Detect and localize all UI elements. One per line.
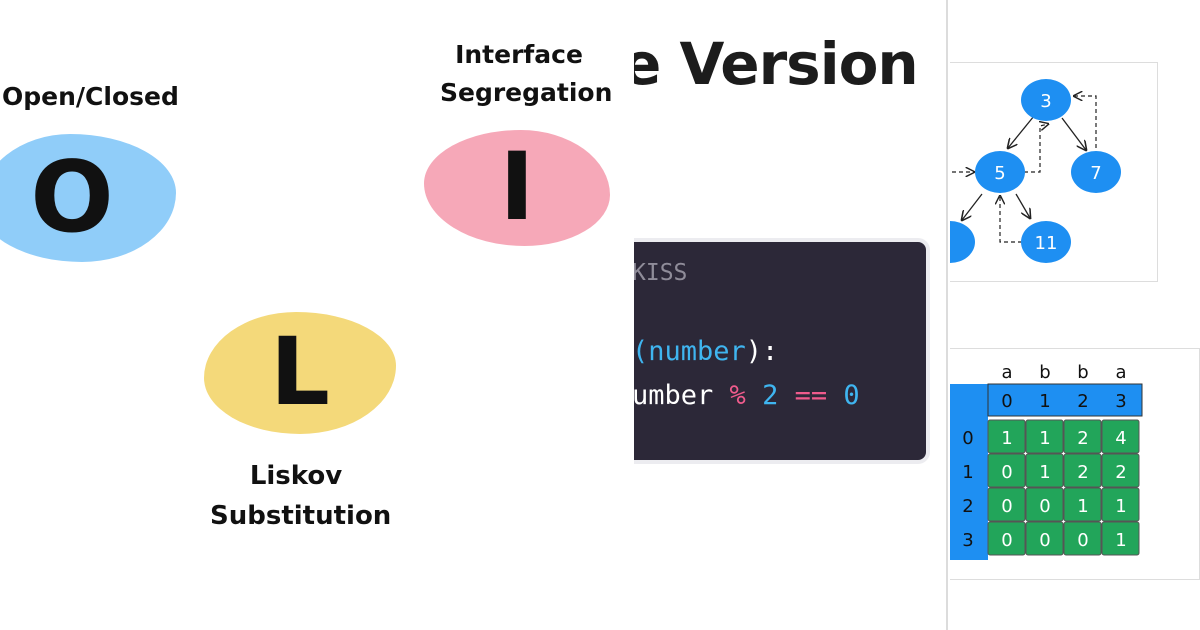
dp-cell (987, 419, 1026, 454)
dp-cell-value: 2 (1115, 462, 1126, 483)
interface-segregation-label: Interface Segregation (440, 36, 613, 112)
code-num-0: 0 (843, 380, 860, 411)
tree-node-3-label: 3 (1040, 91, 1051, 112)
dp-cell-value: 1 (1077, 496, 1088, 517)
tree-node-11-label: 11 (1035, 233, 1058, 254)
code-param: (number (634, 336, 746, 367)
code-modulo: % (729, 380, 746, 411)
liskov-label-line1: Liskov (249, 461, 343, 491)
tree-edge-3-5 (1008, 115, 1035, 148)
code-num-2: 2 (762, 380, 779, 411)
tree-dash-7-3 (1074, 96, 1097, 148)
dp-cell-value: 1 (1115, 496, 1126, 517)
dp-row-index: 1 (962, 462, 973, 483)
dp-cell-value: 1 (1115, 530, 1126, 551)
dp-cell-value: 1 (1001, 428, 1012, 449)
dp-cell (1063, 419, 1102, 454)
tree-node-11: 11 (1021, 221, 1071, 263)
solid-panel: Open/Closed Interface Segregation Liskov… (0, 36, 613, 536)
code-line1-rest: ): (745, 336, 779, 367)
tree-node-5-label: 5 (994, 163, 1005, 184)
dp-cell-value: 4 (1115, 428, 1126, 449)
tree-node-7: 7 (1071, 151, 1121, 193)
dp-cell-value: 0 (1039, 496, 1050, 517)
tree-node-5: 5 (975, 151, 1025, 193)
letter-l: L (270, 318, 330, 427)
dp-cell-value: 0 (1001, 462, 1012, 483)
dp-col-index: 0 (1001, 391, 1012, 412)
tree-node-7-label: 7 (1090, 163, 1101, 184)
dp-cell (1063, 487, 1102, 522)
tree-dash-11-5 (1000, 196, 1022, 243)
interface-label-line2: Segregation (440, 78, 613, 107)
tree-node-left-partial (950, 221, 975, 263)
dp-cell-value: 2 (1077, 462, 1088, 483)
letter-o: O (30, 141, 114, 255)
interface-label-line1: Interface (455, 40, 583, 69)
dp-col-letter: a (1001, 362, 1012, 383)
code-comment: KISS (634, 260, 688, 286)
kiss-panel: e Version KISS (number): umber % 2 == 0 (634, 0, 948, 630)
dp-cell-value: 0 (1001, 530, 1012, 551)
dp-col-letter: a (1115, 362, 1126, 383)
dp-cell-value: 2 (1077, 428, 1088, 449)
liskov-substitution-blob: L (204, 312, 396, 434)
dp-cell (1101, 487, 1140, 522)
dp-col-index: 1 (1039, 391, 1050, 412)
dp-cell-value: 0 (1077, 530, 1088, 551)
dp-cell (1025, 419, 1064, 454)
tree-node-3: 3 (1021, 79, 1071, 121)
dp-cell (1063, 453, 1102, 488)
dp-col-letter: b (1077, 362, 1088, 383)
letter-i: I (499, 133, 535, 242)
tree-edge-5-11 (1015, 193, 1030, 218)
dp-col-index: 3 (1115, 391, 1126, 412)
dp-row-index: 3 (962, 530, 973, 551)
dp-cell (987, 487, 1026, 522)
code-equals: == (794, 380, 828, 411)
dp-col-header (987, 383, 1143, 417)
dp-cell (1063, 521, 1102, 556)
code-line-2: umber % 2 == 0 (634, 380, 860, 411)
dp-row-index: 0 (962, 428, 973, 449)
liskov-substitution-label: Liskov Substitution (210, 456, 392, 536)
interface-segregation-blob: I (424, 130, 610, 246)
tree-edge-3-7 (1061, 117, 1086, 150)
open-closed-label: Open/Closed (2, 82, 179, 111)
dp-cell (987, 521, 1026, 556)
dp-cell (1025, 487, 1064, 522)
dp-row-index: 2 (962, 496, 973, 517)
dp-cell-value: 0 (1039, 530, 1050, 551)
dp-cell (1101, 521, 1140, 556)
dp-cell (987, 453, 1026, 488)
code-var: umber (634, 380, 714, 411)
tree-dash-5-3 (1024, 124, 1048, 173)
code-line-1: (number): (634, 336, 778, 367)
dp-col-index: 2 (1077, 391, 1088, 412)
dp-cell (1025, 521, 1064, 556)
dp-cell-value: 0 (1001, 496, 1012, 517)
tree-edge-5-left (962, 193, 983, 220)
dp-table: a b b a 0 1 2 3 0 1 1 2 4 1 0 1 2 2 2 0 0 1 1 3 0 0 0 1 (950, 362, 1143, 560)
dp-cell-value: 1 (1039, 462, 1050, 483)
version-title: e Version (634, 30, 919, 98)
code-block: KISS (number): umber % 2 == 0 (634, 242, 926, 460)
liskov-label-line2: Substitution (210, 501, 392, 531)
dp-cell (1101, 419, 1140, 454)
dp-row-header-strip (950, 384, 988, 560)
dp-cell (1025, 453, 1064, 488)
dp-cell (1101, 453, 1140, 488)
dp-col-letter: b (1039, 362, 1050, 383)
dp-cell-value: 1 (1039, 428, 1050, 449)
open-closed-blob: O (0, 134, 176, 262)
